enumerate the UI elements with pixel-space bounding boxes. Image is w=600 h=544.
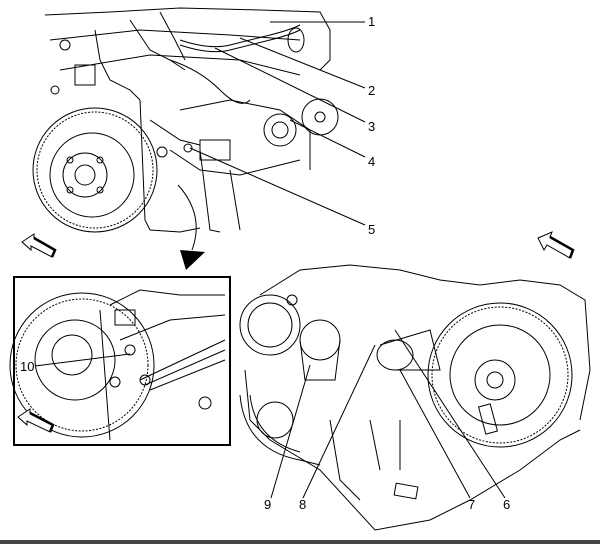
callout-1: 1 [368,14,376,29]
callout-3: 3 [368,119,376,134]
front-arrow-inset [17,408,55,433]
front-arrow-top-left [21,233,57,258]
callout-7: 7 [468,497,476,512]
top-engine-view [21,7,366,270]
callout-2: 2 [368,83,376,98]
callout-6: 6 [503,497,511,512]
callout-4: 4 [368,154,376,169]
front-arrow-right [537,231,575,259]
callout-5: 5 [368,222,376,237]
callout-10: 10 [20,359,35,374]
bottom-border [0,540,600,544]
bottom-engine-view [239,231,591,531]
inset-view [9,276,231,446]
callout-8: 8 [299,497,307,512]
callout-9: 9 [264,497,272,512]
